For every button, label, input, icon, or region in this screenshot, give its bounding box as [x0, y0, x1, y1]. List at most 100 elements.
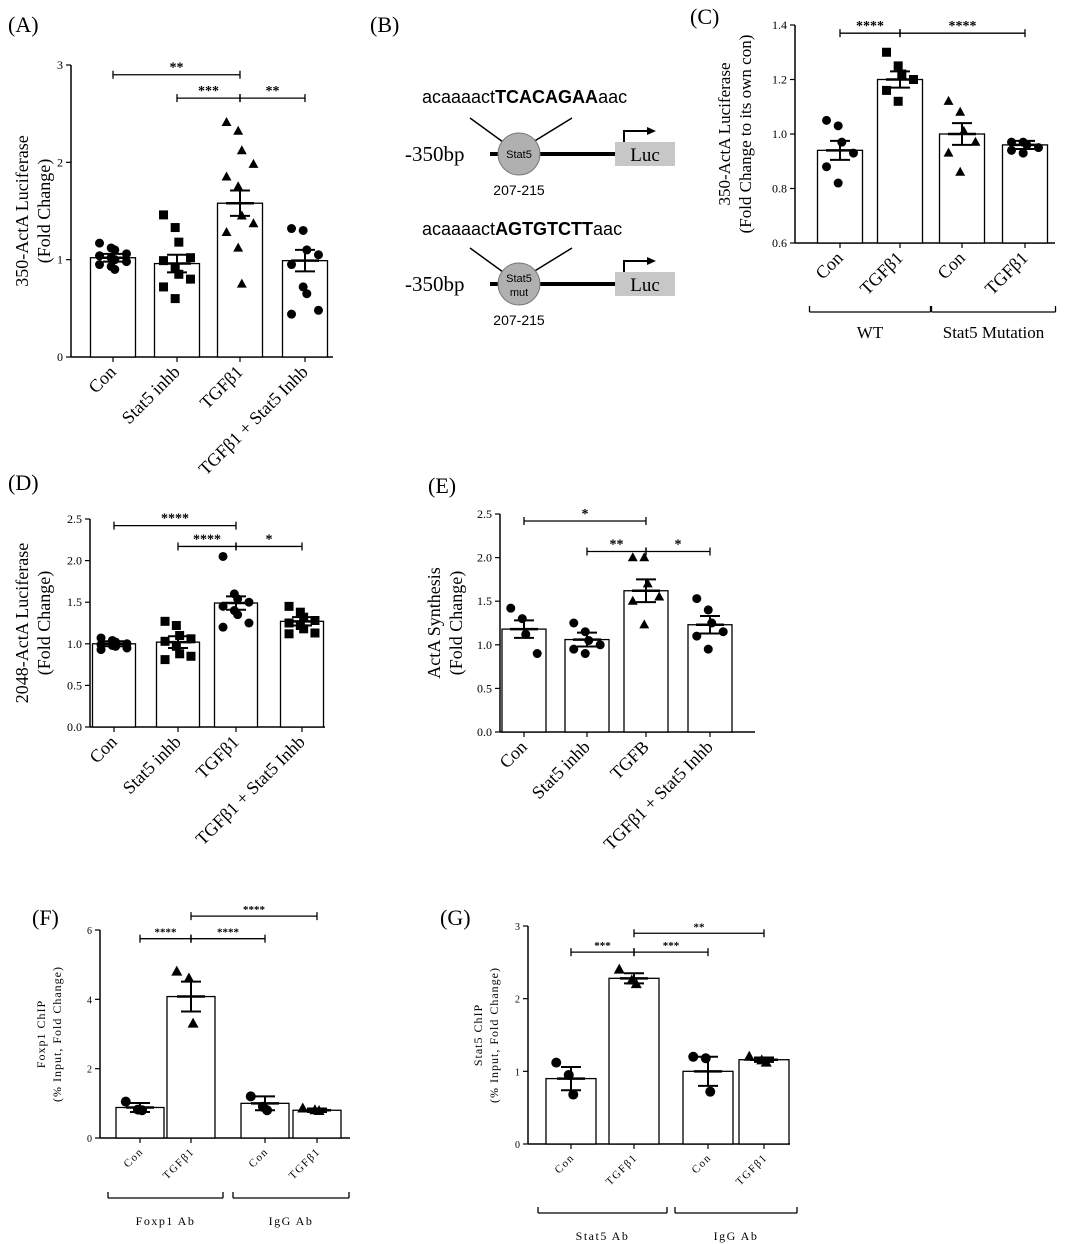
data-point: [160, 616, 170, 626]
data-point: [185, 253, 195, 263]
data-point: [218, 551, 228, 561]
wt-site-position: 207-215: [493, 182, 545, 198]
y-tick-label: 1.0: [67, 637, 82, 651]
data-point: [639, 552, 650, 562]
significance-label: *: [266, 532, 273, 547]
wt-sequence-core: TCACAGAA: [495, 87, 598, 107]
data-point: [120, 1096, 131, 1107]
data-point: [893, 61, 903, 71]
mut-stat5-site-label: Stat5: [506, 273, 532, 285]
data-point: [833, 178, 843, 188]
data-point: [185, 274, 195, 284]
y-tick-label: 1.5: [67, 595, 82, 609]
data-point: [1007, 145, 1017, 155]
group-label: Stat5 Ab: [576, 1229, 630, 1243]
category-label: TGFβ1: [192, 732, 243, 783]
panel-label-d: (D): [8, 470, 39, 495]
group-label: IgG Ab: [269, 1214, 314, 1228]
data-point: [595, 640, 605, 650]
bar-tgf-1-stat5-inhb: [687, 624, 733, 733]
significance-bracket: **: [239, 84, 306, 103]
data-point: [743, 1050, 755, 1061]
data-point: [692, 594, 702, 604]
data-point: [298, 282, 308, 292]
group-label: Stat5 Mutation: [943, 323, 1045, 342]
y-tick-label: 0.0: [477, 725, 492, 739]
y-tick-label: 2: [87, 1065, 92, 1076]
data-point: [654, 591, 665, 601]
y-axis-label: (Fold Change): [446, 571, 467, 675]
mut-stat5-site: [497, 262, 541, 306]
significance-label: ****: [155, 927, 178, 939]
mut-sequence: acaaaactAGTGTCTTaac: [422, 219, 622, 239]
significance-label: ****: [161, 512, 189, 527]
significance-label: *: [675, 537, 682, 552]
mut-sequence-suffix: aac: [593, 219, 622, 239]
data-point: [882, 85, 892, 95]
group-label: IgG Ab: [714, 1229, 759, 1243]
data-point: [580, 649, 590, 659]
data-point: [96, 645, 106, 655]
group-label: WT: [857, 323, 884, 342]
y-tick-label: 1.0: [772, 127, 787, 141]
data-point: [700, 1053, 711, 1064]
data-point: [170, 262, 180, 272]
significance-bracket: ***: [176, 84, 241, 103]
significance-bracket: *: [235, 532, 303, 551]
data-point: [187, 1017, 199, 1028]
data-point: [313, 305, 323, 315]
bar-tgf-1: [608, 977, 660, 1145]
significance-bracket: **: [586, 537, 647, 556]
significance-label: ****: [949, 19, 977, 34]
category-label: Con: [84, 362, 119, 397]
wt-stat5-site-label: Stat5: [506, 149, 532, 161]
category-label: Stat5 inhb: [528, 737, 594, 803]
data-point: [627, 595, 638, 605]
data-point: [236, 145, 247, 155]
data-point: [221, 171, 232, 181]
y-tick-label: 0.5: [477, 681, 492, 695]
y-tick-label: 1.5: [477, 594, 492, 608]
data-point: [639, 619, 650, 629]
wt-site-pointer-left: [469, 117, 504, 143]
data-point: [95, 260, 105, 270]
y-tick-label: 2.5: [67, 512, 82, 526]
y-tick-label: 0.6: [772, 236, 787, 250]
category-label: TGFβ1: [734, 1152, 770, 1188]
y-axis-label: (Fold Change): [34, 159, 55, 263]
data-point: [244, 618, 254, 628]
wt-arrowhead-icon: [647, 127, 656, 135]
category-label: TGFβ1 + Stat5 Inhb: [600, 737, 717, 854]
data-point: [703, 605, 713, 615]
data-point: [221, 227, 232, 237]
category-label: Con: [495, 737, 530, 772]
significance-label: *: [582, 507, 589, 522]
bar-tgf-1: [216, 202, 264, 358]
y-axis-label: (Fold Change to its own con): [736, 35, 755, 234]
category-label: Stat5 inhb: [118, 362, 184, 428]
wt-sequence-prefix: acaaaact: [422, 87, 495, 107]
panel-label-c: (C): [690, 4, 719, 29]
data-point: [233, 610, 243, 620]
data-point: [833, 121, 843, 131]
data-point: [692, 631, 702, 641]
significance-label: ***: [663, 940, 680, 952]
data-point: [551, 1057, 562, 1068]
mut-promoter-label: -350bp: [405, 272, 465, 296]
data-point: [955, 106, 966, 116]
category-label: Con: [933, 248, 968, 283]
data-point: [295, 607, 305, 617]
y-tick-label: 0: [515, 1140, 520, 1151]
data-point: [943, 95, 954, 105]
wt-transcription-arrow-icon: [623, 130, 648, 142]
y-tick-label: 3: [515, 922, 520, 933]
data-point: [287, 260, 297, 270]
bar-tgf-1: [1001, 144, 1049, 244]
panel-label-f: (F): [32, 905, 59, 930]
wt-luc-box: [615, 142, 675, 166]
category-label: TGFβ1 + Stat5 Inhb: [195, 362, 312, 479]
data-point: [248, 218, 259, 228]
